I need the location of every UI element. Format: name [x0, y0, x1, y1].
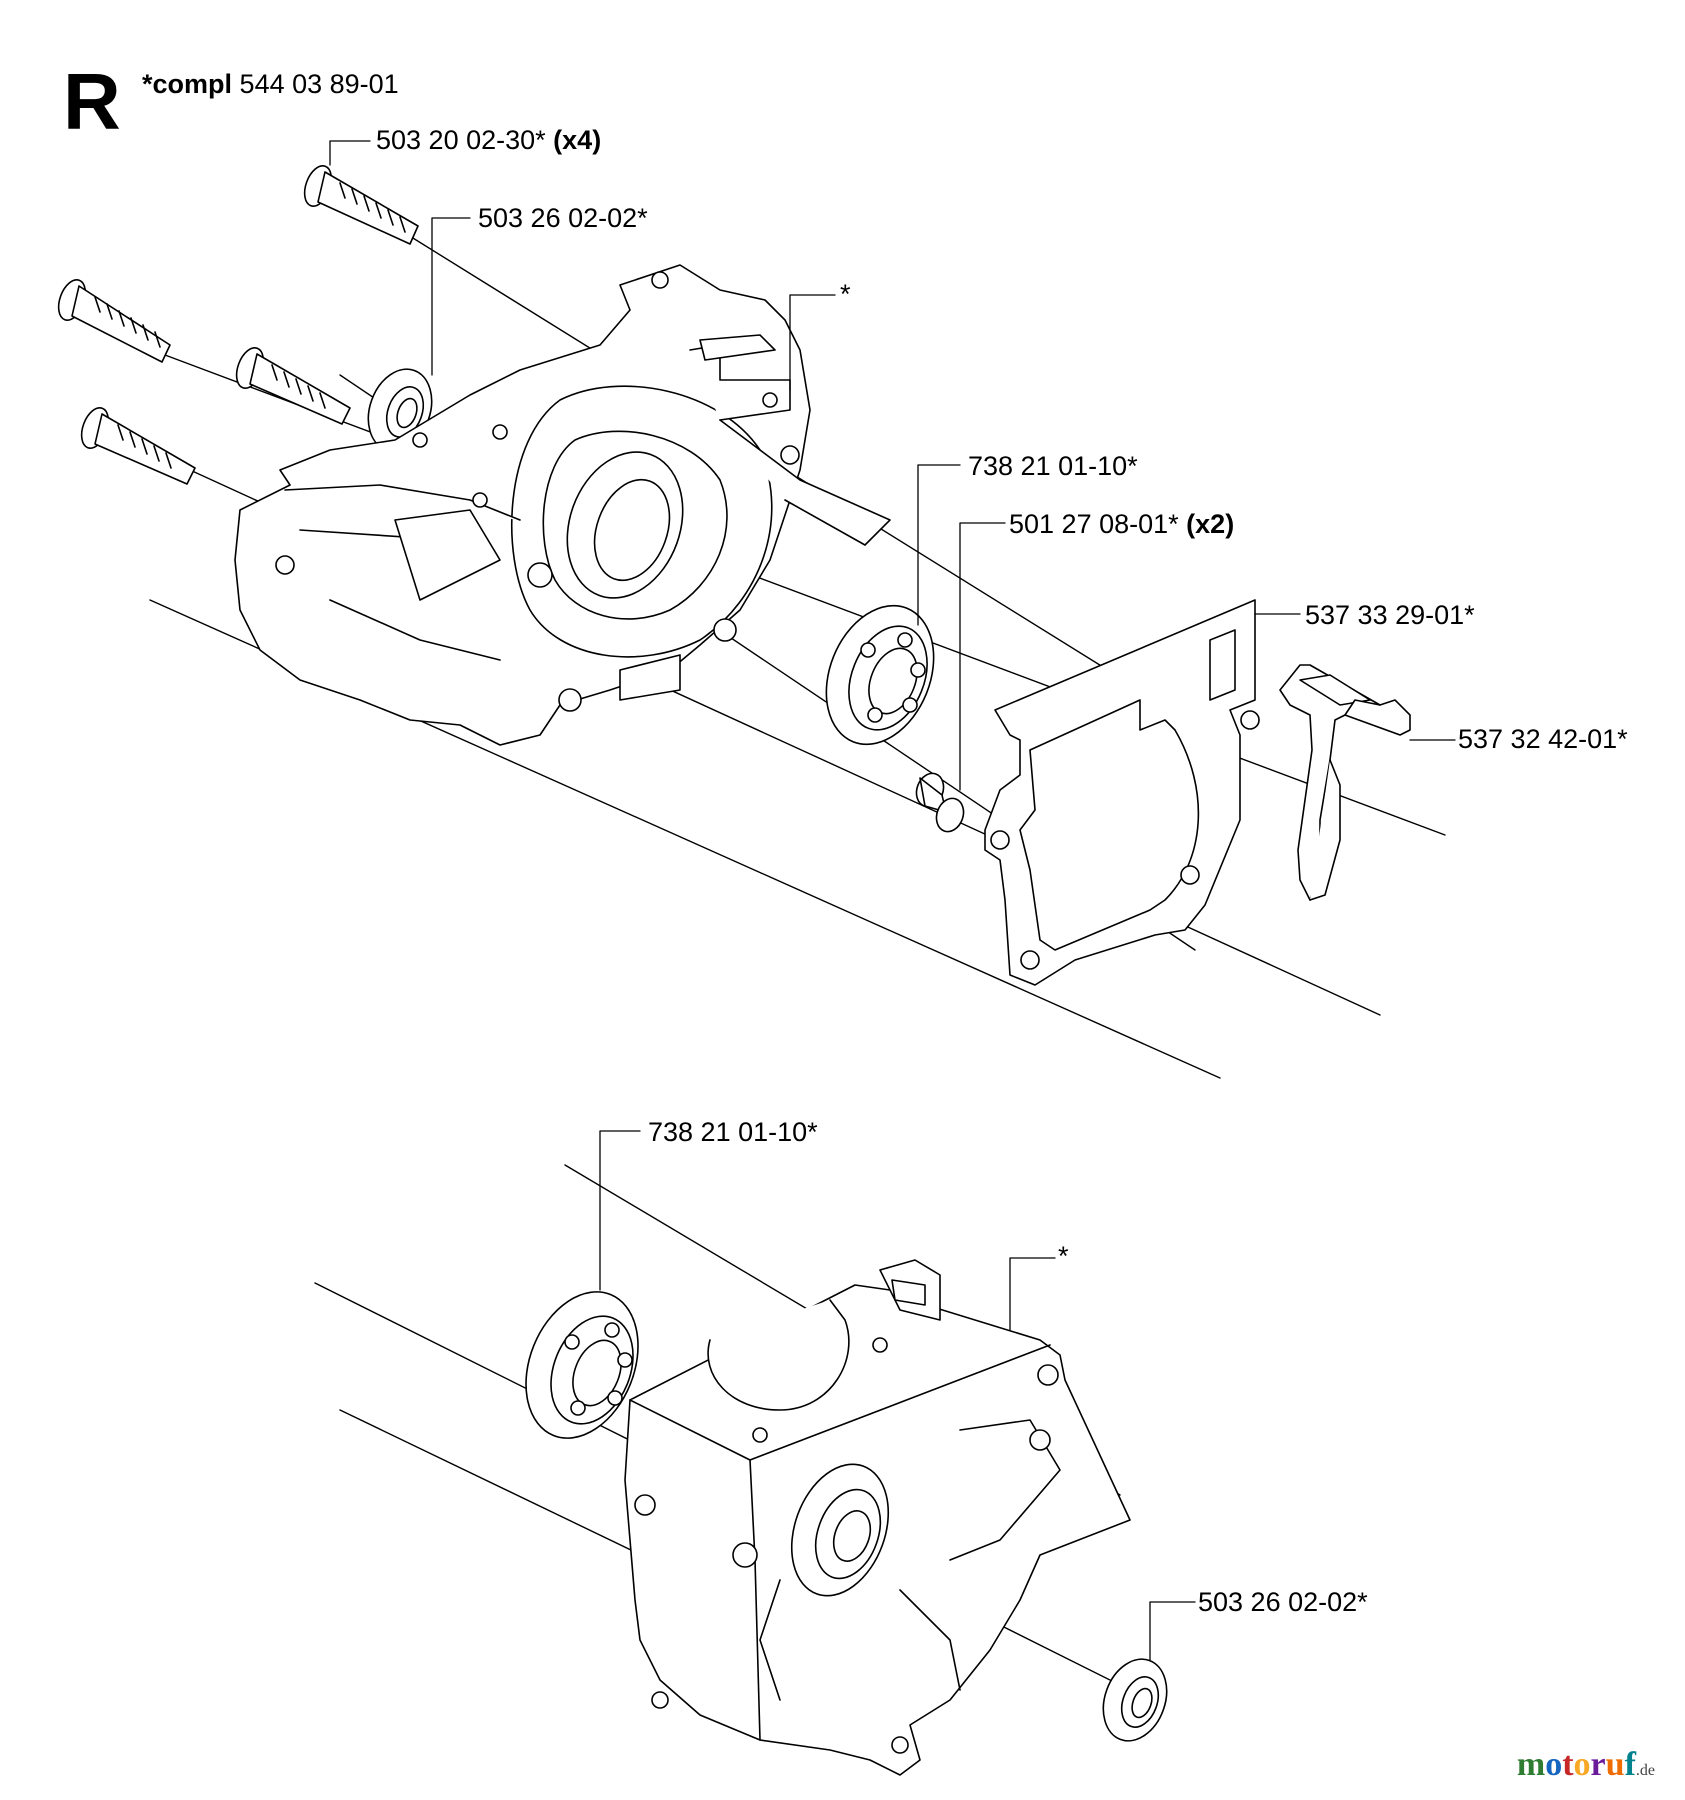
label-seal-bottom: 503 26 02-02* — [1198, 1586, 1368, 1618]
leader-seal-top — [431, 217, 471, 376]
label-seal-top: 503 26 02-02* — [478, 202, 648, 234]
screw-4 — [80, 407, 196, 485]
watermark-logo: motoruf.de — [1517, 1746, 1655, 1790]
screw-503-20-02-30 — [57, 165, 419, 485]
label-asterisk-bottom-part: * — [1058, 1241, 1069, 1271]
label-bracket: 537 32 42-01* — [1458, 723, 1628, 755]
wm-letter-f: f — [1624, 1746, 1636, 1783]
leader-bearing-top — [917, 464, 961, 626]
wm-letter-u: u — [1605, 1746, 1625, 1783]
label-asterisk-top-part: * — [840, 279, 851, 309]
wm-suffix: .de — [1635, 1762, 1655, 1779]
gasket — [984, 599, 1260, 986]
compl-prefix: *compl — [142, 69, 233, 99]
label-screw-qty: (x4) — [553, 125, 602, 155]
leader-asterisk-top — [789, 294, 836, 391]
crankcase-half-bottom — [624, 1259, 1131, 1776]
sleeve-1 — [915, 772, 965, 833]
label-sleeve: 501 27 08-01* (x2) — [1009, 508, 1234, 540]
bracket — [1279, 664, 1411, 901]
screw-1 — [303, 165, 419, 245]
label-gasket: 537 33 29-01* — [1305, 599, 1475, 631]
bearing-top — [825, 604, 935, 746]
label-asterisk-bottom: * — [1058, 1240, 1069, 1272]
wm-letter-o2: o — [1573, 1746, 1591, 1783]
label-screw-part: 503 20 02-30* — [376, 125, 546, 155]
label-seal-bottom-part: 503 26 02-02* — [1198, 1587, 1368, 1617]
label-bearing-bottom: 738 21 01-10* — [648, 1116, 818, 1148]
leader-screw — [329, 140, 371, 166]
label-screw: 503 20 02-30* (x4) — [376, 124, 601, 156]
screw-3 — [235, 347, 351, 425]
label-bearing-top: 738 21 01-10* — [968, 450, 1138, 482]
compl-number: 544 03 89-01 — [239, 69, 399, 99]
leader-sleeve — [959, 522, 1006, 791]
screw-2 — [57, 279, 171, 363]
section-letter: R — [63, 57, 121, 146]
leader-bearing-bottom — [599, 1130, 641, 1291]
label-sleeve-part: 501 27 08-01* — [1009, 509, 1179, 539]
label-bracket-part: 537 32 42-01* — [1458, 724, 1628, 754]
wm-letter-m: m — [1516, 1746, 1546, 1783]
wm-letter-t: t — [1562, 1746, 1574, 1783]
label-bearing-bottom-part: 738 21 01-10* — [648, 1117, 818, 1147]
label-bearing-top-part: 738 21 01-10* — [968, 451, 1138, 481]
wm-letter-o1: o — [1545, 1746, 1563, 1783]
label-asterisk-top: * — [840, 278, 851, 310]
label-seal-top-part: 503 26 02-02* — [478, 203, 648, 233]
label-gasket-part: 537 33 29-01* — [1305, 600, 1475, 630]
complete-assembly-label: *compl 544 03 89-01 — [142, 68, 399, 100]
crankcase-half-top — [234, 264, 891, 746]
leader-lines — [329, 140, 1456, 1661]
seal-bottom — [1102, 1658, 1168, 1742]
bearing-bottom — [525, 1291, 639, 1439]
leader-asterisk-bottom — [1009, 1257, 1056, 1331]
leader-seal-bottom — [1149, 1601, 1196, 1661]
label-sleeve-qty: (x2) — [1186, 509, 1235, 539]
seal-top — [367, 368, 433, 452]
wm-letter-r: r — [1590, 1746, 1606, 1783]
